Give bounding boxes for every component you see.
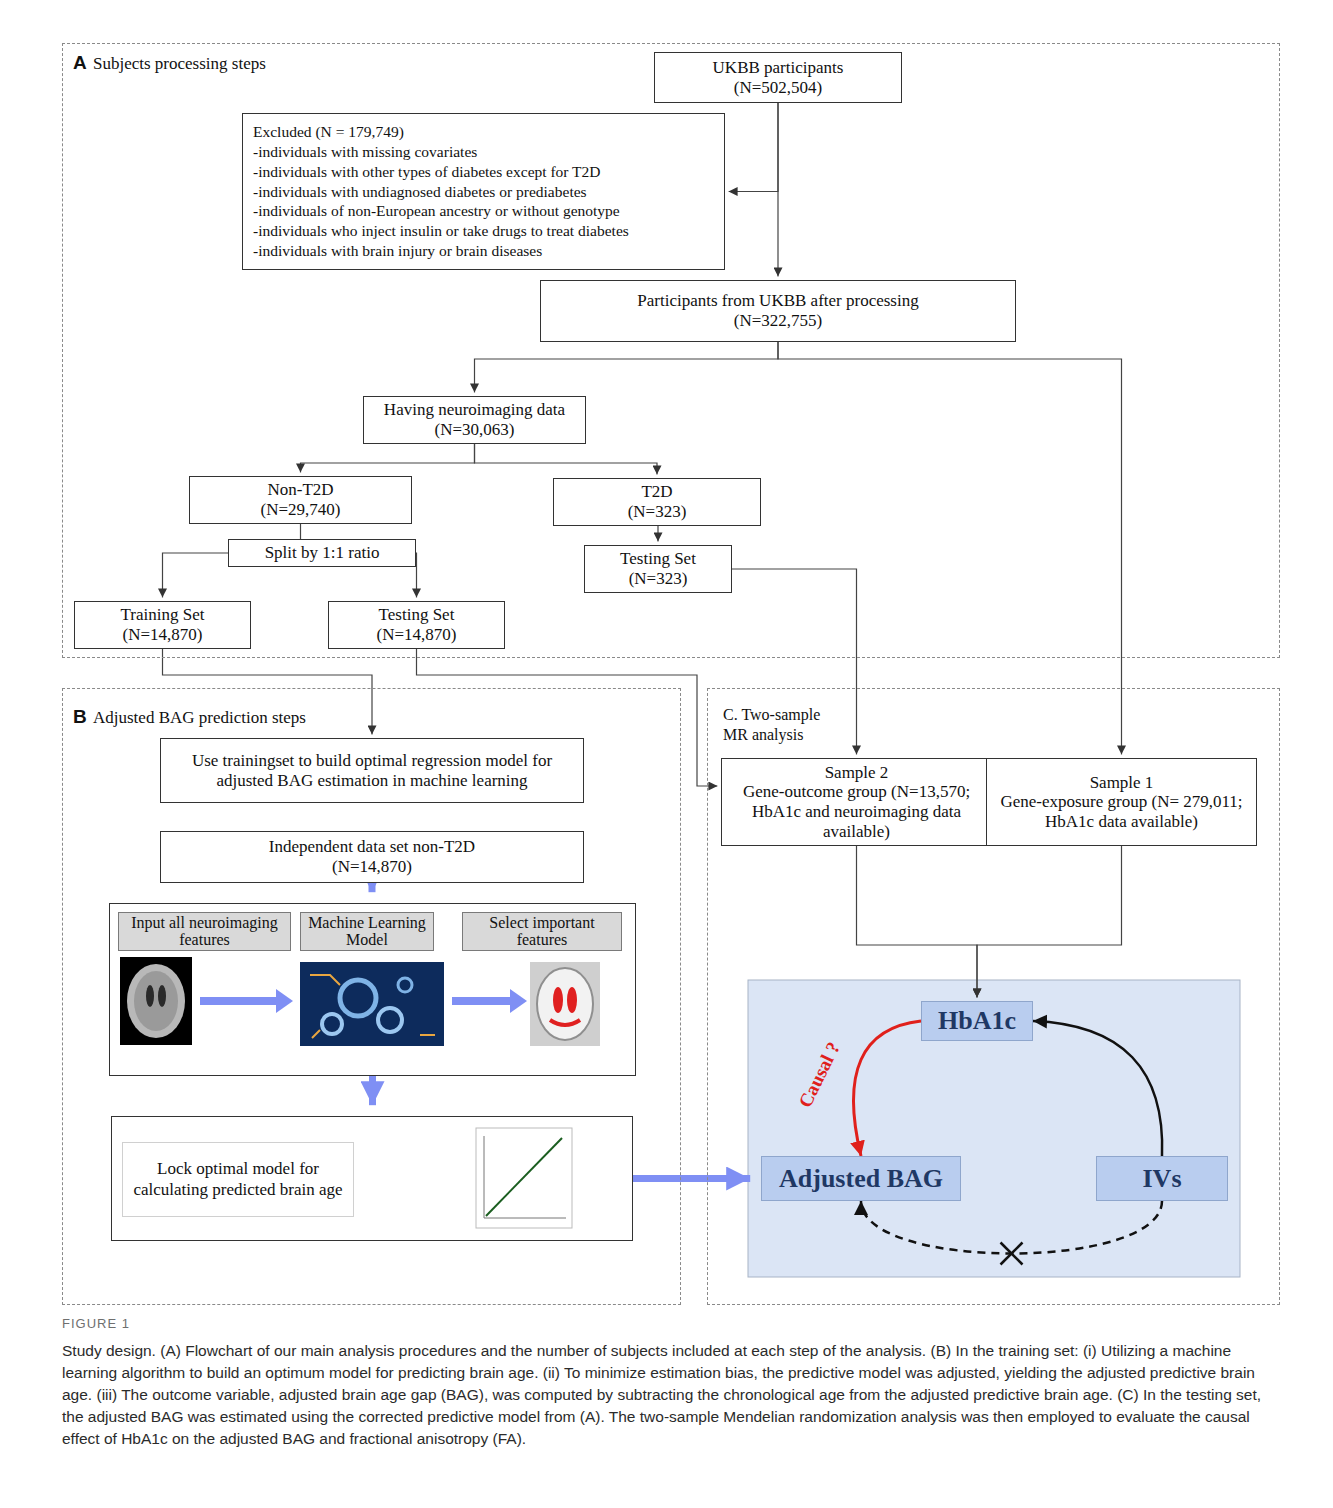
sample-box: Sample 2Gene-outcome group (N=13,570; Hb… [721, 758, 992, 846]
process-box: Use trainingset to build optimal regress… [160, 738, 584, 803]
process-box: Testing Set (N=323) [584, 545, 732, 593]
blocked-path-mark [1001, 1243, 1023, 1265]
blocked-path-mark [1001, 1243, 1023, 1265]
connector [633, 1175, 750, 1182]
panel-frame: C. Two-sample MR analysisSample 2Gene-ou… [707, 688, 1280, 1305]
connector [729, 103, 778, 192]
brain-slice-picture [120, 957, 192, 1045]
sample-box: Sample 1Gene-exposure group (N= 279,011;… [986, 758, 1257, 846]
box-label: -individuals with missing covariates [253, 142, 477, 162]
connector [301, 444, 475, 472]
box-label: Adjusted BAG [779, 1165, 943, 1192]
panel-title: Subjects processing steps [93, 55, 266, 74]
edge-label: Causal ? [794, 1036, 846, 1114]
feature-header: Select important features [462, 912, 622, 951]
connector [977, 846, 1122, 997]
process-box: T2D (N=323) [553, 478, 761, 526]
box-label: Gene-outcome group (N=13,570; HbA1c and … [729, 782, 984, 841]
box-label: Testing Set (N=14,870) [357, 605, 477, 644]
connector [475, 444, 658, 474]
box-label: UKBB participants (N=502,504) [678, 58, 878, 97]
machine-learning-picture [300, 962, 444, 1046]
box-label: HbA1c [938, 1007, 1016, 1034]
panel-title: C. Two-sample MR analysis [723, 705, 841, 745]
exclusion-box: Excluded (N = 179,749)-individuals with … [242, 113, 725, 270]
connector [857, 846, 978, 997]
box-label: Gene-exposure group (N= 279,011; HbA1c d… [994, 792, 1249, 831]
mr-variable-box: Adjusted BAG [761, 1156, 961, 1201]
brain-age-plot [476, 1128, 572, 1228]
connector [657, 526, 658, 541]
process-box: Having neuroimaging data (N=30,063) [363, 396, 586, 444]
box-label: -individuals with brain injury or brain … [253, 241, 542, 261]
box-label: -individuals of non-European ancestry or… [253, 201, 620, 221]
figure-caption: Study design. (A) Flowchart of our main … [62, 1340, 1280, 1450]
feature-header: Input all neuroimaging features [118, 912, 291, 951]
box-label: Sample 2 [825, 763, 889, 783]
connector [300, 524, 301, 539]
connector [778, 342, 1122, 754]
lock-label: Lock optimal model for calculating predi… [122, 1142, 354, 1217]
process-box: Participants from UKBB after processing … [540, 280, 1016, 342]
panel-letter: A [73, 53, 87, 74]
connector [854, 1021, 922, 1156]
box-label: Testing Set (N=323) [603, 549, 713, 588]
box-label: Having neuroimaging data (N=30,063) [375, 400, 575, 439]
panel-frame: B Adjusted BAG prediction stepsUse traini… [62, 688, 681, 1305]
panel-letter: B [73, 707, 87, 728]
flow-arrow [200, 989, 293, 1013]
process-box: Testing Set (N=14,870) [328, 601, 505, 649]
feature-header: Machine Learning Model [300, 912, 434, 951]
connector [369, 1076, 376, 1105]
panel-title: Adjusted BAG prediction steps [93, 709, 306, 728]
process-box: Non-T2D (N=29,740) [189, 476, 412, 524]
box-label: Non-T2D (N=29,740) [236, 480, 366, 519]
brain-features-picture [530, 962, 600, 1046]
box-label: IVs [1142, 1165, 1181, 1192]
process-box: Training Set (N=14,870) [74, 601, 251, 649]
connector [369, 883, 376, 892]
box-label: -individuals with undiagnosed diabetes o… [253, 182, 587, 202]
mr-region [748, 980, 1240, 1277]
mr-variable-box: IVs [1096, 1156, 1228, 1201]
box-label: Sample 1 [1090, 773, 1154, 793]
box-label: T2D (N=323) [612, 482, 702, 521]
split-box: Split by 1:1 ratio [228, 539, 416, 567]
box-label: -individuals who inject insulin or take … [253, 221, 629, 241]
flow-arrow [452, 989, 527, 1013]
model-box: Input all neuroimaging featuresMachine L… [109, 903, 636, 1076]
connector [777, 103, 778, 276]
box-label: Independent data set non-T2D (N=14,870) [237, 837, 507, 876]
box-label: -individuals with other types of diabete… [253, 162, 601, 182]
box-label: Excluded (N = 179,749) [253, 122, 404, 142]
connector [1033, 1021, 1162, 1156]
connector [475, 342, 779, 392]
box-label: Use trainingset to build optimal regress… [172, 751, 572, 790]
figure-label: FIGURE 1 [62, 1316, 130, 1332]
process-box: Independent data set non-T2D (N=14,870) [160, 831, 584, 883]
box-label: Training Set (N=14,870) [103, 605, 223, 644]
panel-frame: A Subjects processing steps UKBB participa… [62, 43, 1280, 658]
mr-variable-box: HbA1c [921, 1001, 1033, 1041]
connector [861, 1201, 1162, 1254]
lock-model-box: Lock optimal model for calculating predi… [111, 1116, 633, 1241]
blocked-path-mark [1001, 1243, 1023, 1265]
connector [163, 553, 229, 597]
box-label: Split by 1:1 ratio [265, 543, 380, 563]
box-label: Participants from UKBB after processing … [608, 291, 948, 330]
process-box: UKBB participants (N=502,504) [654, 52, 902, 103]
